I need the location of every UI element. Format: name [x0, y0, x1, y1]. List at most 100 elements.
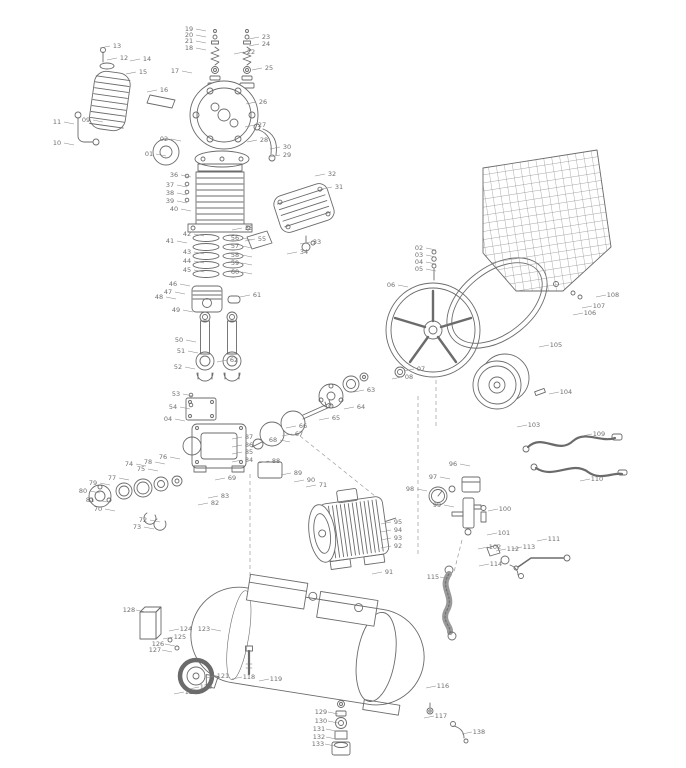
part-label: 64	[357, 403, 365, 411]
leader-line	[193, 269, 205, 273]
leader-line	[195, 28, 207, 32]
leader-line	[96, 499, 108, 503]
pressure-switch-assembly	[428, 476, 487, 536]
leader-line	[135, 609, 147, 613]
leader-line	[380, 529, 392, 533]
leader-line	[231, 451, 243, 455]
part-label: 123	[198, 625, 210, 633]
leader-line	[233, 51, 245, 55]
leader-line	[416, 488, 428, 492]
leader-line	[321, 186, 333, 190]
leader-line	[179, 406, 191, 410]
part-label: 115	[427, 573, 439, 581]
crankcase-opening	[152, 138, 250, 168]
leader-line	[63, 142, 75, 146]
leader-line	[245, 101, 257, 105]
part-label: 45	[183, 266, 191, 274]
leader-line	[251, 67, 263, 71]
part-label: 27	[258, 121, 266, 129]
power-cables	[522, 433, 628, 478]
leader-line	[536, 538, 548, 542]
part-label: 85	[245, 448, 253, 456]
part-label: 59	[231, 259, 239, 267]
leader-line	[478, 563, 490, 567]
leader-line	[193, 260, 205, 264]
leader-line	[548, 391, 560, 395]
leader-line	[324, 743, 336, 747]
part-label: 62	[230, 356, 238, 364]
leader-line	[299, 241, 311, 245]
part-label: 42	[183, 230, 191, 238]
part-label: 119	[270, 675, 282, 683]
part-label: 20	[185, 31, 193, 39]
part-label: 118	[243, 673, 255, 681]
part-label: 60	[231, 268, 239, 276]
part-label: 35	[245, 224, 253, 232]
part-label: 129	[315, 708, 327, 716]
leader-line	[286, 251, 298, 255]
leader-line	[89, 490, 101, 494]
connecting-rod-1	[195, 311, 215, 382]
part-label: 21	[185, 37, 193, 45]
leader-line	[179, 283, 191, 287]
part-label: 132	[313, 733, 325, 741]
part-label: 09	[82, 116, 90, 124]
part-label: 50	[175, 336, 183, 344]
part-label: 103	[528, 421, 540, 429]
elbow-fitting	[450, 721, 469, 744]
part-label: 117	[435, 712, 447, 720]
leader-line	[511, 546, 523, 550]
leader-line	[176, 184, 188, 188]
part-label: 11	[53, 118, 61, 126]
leader-line	[182, 309, 194, 313]
cylinder-head	[189, 80, 259, 150]
part-label: 130	[315, 717, 327, 725]
leader-line	[165, 296, 177, 300]
part-label: 38	[166, 189, 174, 197]
leader-line	[180, 174, 192, 178]
leader-line	[185, 339, 197, 343]
part-label: 81	[86, 496, 94, 504]
part-label: 12	[120, 54, 128, 62]
leader-line	[241, 245, 253, 249]
part-label: 94	[394, 526, 402, 534]
part-label: 105	[550, 341, 562, 349]
leader-line	[391, 376, 403, 380]
part-label: 06	[387, 281, 395, 289]
part-label: 111	[548, 535, 560, 543]
part-label: 66	[299, 422, 307, 430]
leader-line	[155, 153, 167, 157]
piston-rings	[192, 234, 244, 278]
leader-line	[425, 247, 437, 251]
bearing-seal-cluster	[88, 475, 183, 531]
leader-line	[269, 154, 281, 158]
part-label: 98	[406, 485, 414, 493]
leader-line	[425, 261, 437, 265]
part-label: 100	[499, 505, 511, 513]
leader-line	[195, 40, 207, 44]
leader-line	[241, 262, 253, 266]
part-label: 13	[113, 42, 121, 50]
part-label: 46	[169, 280, 177, 288]
part-label: 126	[152, 640, 164, 648]
part-label: 49	[172, 306, 180, 314]
part-label: 93	[394, 534, 402, 542]
part-label: 56	[231, 234, 239, 242]
part-label: 30	[283, 143, 291, 151]
part-label: 88	[272, 457, 280, 465]
part-label: 96	[449, 460, 457, 468]
part-label: 131	[313, 725, 325, 733]
leader-line	[486, 532, 498, 536]
leader-line	[244, 238, 256, 242]
air-tank	[190, 573, 425, 716]
leader-line	[380, 537, 392, 541]
leader-line	[285, 425, 297, 429]
leader-line	[380, 521, 392, 525]
part-label: 109	[593, 430, 605, 438]
part-label: 47	[164, 288, 172, 296]
part-label: 82	[211, 499, 219, 507]
part-label: 128	[123, 606, 135, 614]
part-label: 108	[607, 291, 619, 299]
part-label: 02	[415, 244, 423, 252]
